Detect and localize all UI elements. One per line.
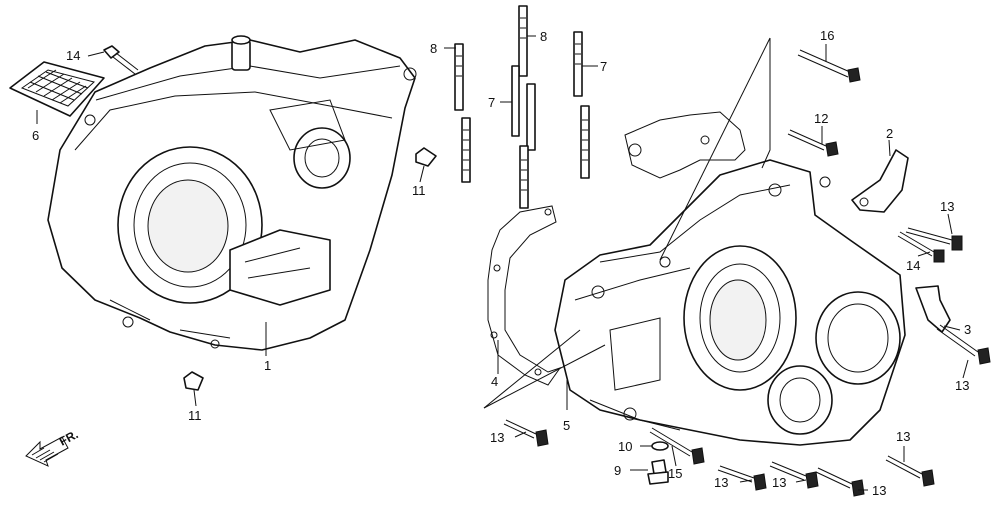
callout-13c: 13 [490,430,504,445]
bolt-14-left [103,45,139,75]
breather-plate [624,111,746,179]
bolts-group [503,49,991,497]
callout-9: 9 [614,463,621,478]
callout-10: 10 [618,439,632,454]
callout-15: 15 [668,466,682,481]
callout-5: 5 [563,418,570,433]
stud-bolts [454,5,590,209]
callout-14b: 14 [906,258,920,273]
callout-7b: 7 [600,59,607,74]
callout-13e: 13 [772,475,786,490]
plate-3 [915,285,951,333]
callout-4: 4 [491,374,498,389]
callout-13g: 13 [896,429,910,444]
callout-16: 16 [820,28,834,43]
callout-13a: 13 [940,199,954,214]
leader-lines [36,35,969,491]
callout-13d: 13 [714,475,728,490]
left-crankcase [47,35,417,351]
dowel-pins [183,147,437,391]
right-crankcase [554,159,906,446]
callout-11a: 11 [412,183,426,198]
callout-13f: 13 [872,483,886,498]
callout-1: 1 [264,358,271,373]
callout-12: 12 [814,111,828,126]
front-direction-arrow: FR. [25,427,80,467]
callout-numbers: 1 2 3 4 5 6 7 7 8 8 9 10 11 11 12 13 13 … [32,28,971,498]
callout-7a: 7 [488,95,495,110]
callout-11b: 11 [188,408,202,423]
callout-13b: 13 [955,378,969,393]
callout-2: 2 [886,126,893,141]
callout-8a: 8 [430,41,437,56]
callout-8b: 8 [540,29,547,44]
crankcase-gasket [487,205,562,386]
bracket-2 [851,149,909,213]
oil-strainer-screen [9,61,105,117]
callout-6: 6 [32,128,39,143]
callout-14a: 14 [66,48,80,63]
callout-3: 3 [964,322,971,337]
